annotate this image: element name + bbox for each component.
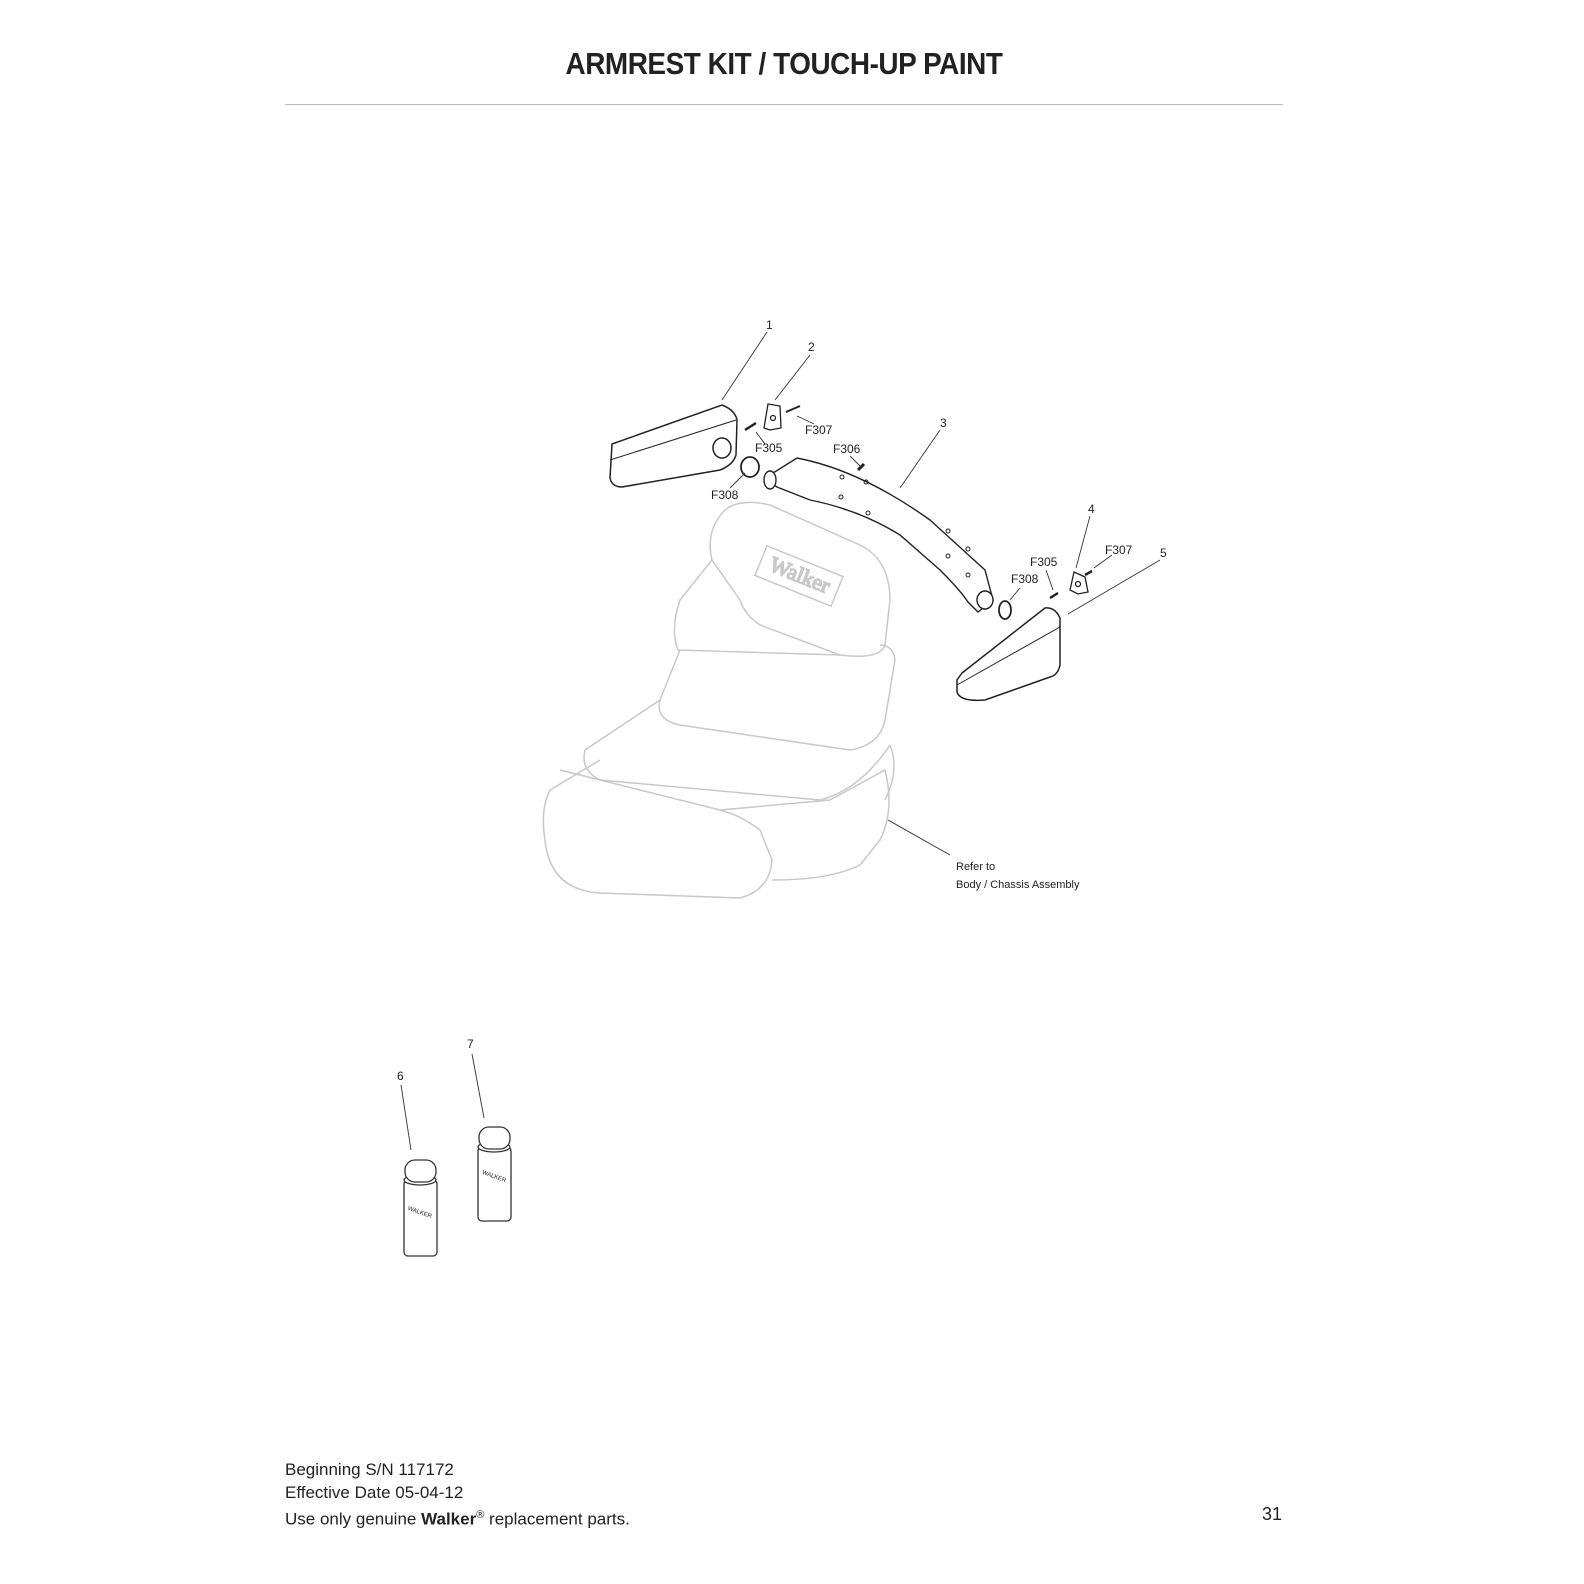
callout-2: 2 <box>808 340 815 354</box>
callout-f307-left: F307 <box>805 423 833 437</box>
serial-number: Beginning S/N 117172 <box>285 1460 454 1479</box>
armrest-right <box>956 607 1061 702</box>
leader-lines <box>400 331 1161 1151</box>
seat-reference: Walker <box>542 501 896 899</box>
bracket-left <box>744 403 801 432</box>
callout-f306: F306 <box>833 442 861 456</box>
bracket-right <box>1049 569 1093 600</box>
genuine-parts-notice: Use only genuine Walker® replacement par… <box>285 1504 630 1531</box>
notice-registered-mark: ® <box>476 1509 485 1521</box>
callout-6: 6 <box>397 1069 404 1083</box>
paint-can-6: WALKER <box>403 1159 438 1257</box>
seat-logo: Walker <box>766 551 834 598</box>
callout-f305-right: F305 <box>1030 555 1058 569</box>
notice-prefix: Use only genuine <box>285 1509 422 1529</box>
callouts: 1 2 F307 F305 3 F306 F308 4 F307 5 F305 … <box>397 318 1167 1083</box>
armrest-bar <box>763 457 994 613</box>
page-number: 31 <box>1262 1504 1283 1524</box>
reference-note-line2: Body / Chassis Assembly <box>956 879 1080 891</box>
callout-5: 5 <box>1160 546 1167 560</box>
page-title: ARMREST KIT / TOUCH-UP PAINT <box>565 46 1003 81</box>
callout-3: 3 <box>940 416 947 430</box>
callout-1: 1 <box>766 318 773 332</box>
effective-date: Effective Date 05-04-12 <box>285 1483 464 1502</box>
callout-f307-right: F307 <box>1105 543 1133 557</box>
callout-4: 4 <box>1088 502 1095 516</box>
callout-f308-right: F308 <box>1011 572 1039 586</box>
footer-info: Beginning S/N 117172 Effective Date 05-0… <box>285 1458 630 1531</box>
washer-left <box>740 456 760 478</box>
callout-f308-left: F308 <box>711 488 739 502</box>
callout-f305-left: F305 <box>755 441 783 455</box>
washer-right <box>998 600 1012 620</box>
notice-suffix: replacement parts. <box>484 1509 630 1529</box>
reference-note-line1: Refer to <box>956 861 995 873</box>
callout-7: 7 <box>467 1037 474 1051</box>
header-divider <box>285 104 1283 105</box>
notice-brand: Walker <box>421 1509 477 1529</box>
armrest-left <box>609 404 738 488</box>
paint-can-7: WALKER <box>477 1126 512 1222</box>
